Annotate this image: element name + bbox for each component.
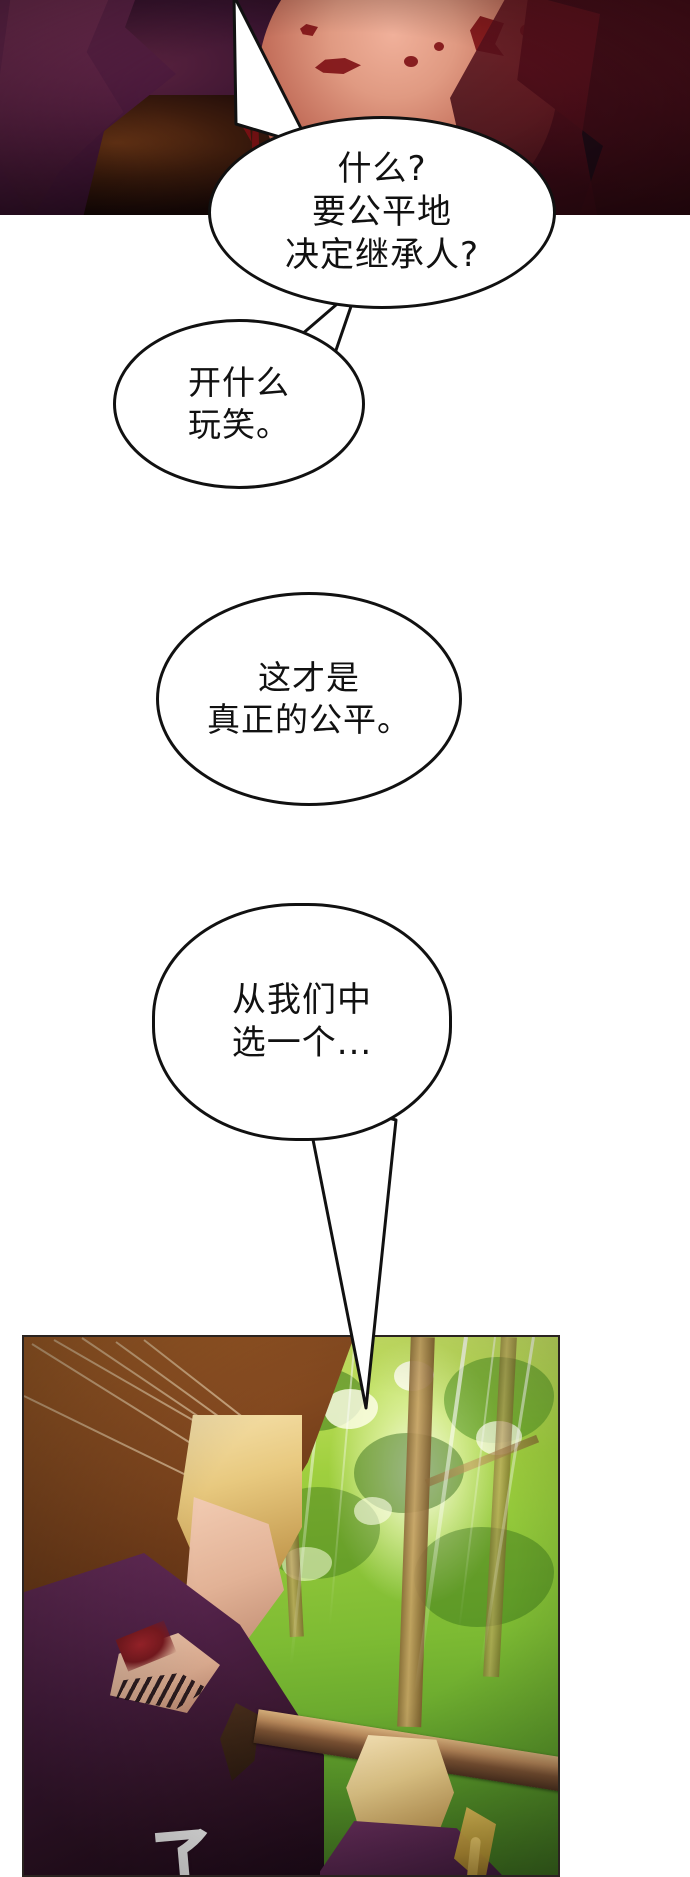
speech-bubble-2-text: 开什么 玩笑。 bbox=[188, 363, 290, 444]
bottom-panel-vignette bbox=[24, 1337, 558, 1875]
speech-bubble-4: 从我们中 选一个... bbox=[152, 903, 452, 1141]
speech-bubble-3-text: 这才是 真正的公平。 bbox=[207, 658, 411, 739]
leaf-highlight-4 bbox=[354, 1497, 392, 1525]
leaf-highlight-1 bbox=[324, 1389, 378, 1429]
speech-bubble-1: 什么? 要公平地 决定继承人? bbox=[208, 116, 556, 309]
bubble-1-tail bbox=[214, 0, 324, 166]
speech-bubble-4-text: 从我们中 选一个... bbox=[231, 980, 373, 1063]
speech-bubble-2: 开什么 玩笑。 bbox=[113, 319, 365, 489]
speech-bubble-3: 这才是 真正的公平。 bbox=[156, 592, 462, 806]
bottom-art-panel: 了 bbox=[22, 1335, 560, 1877]
speech-bubble-1-text: 什么? 要公平地 决定继承人? bbox=[284, 149, 480, 275]
